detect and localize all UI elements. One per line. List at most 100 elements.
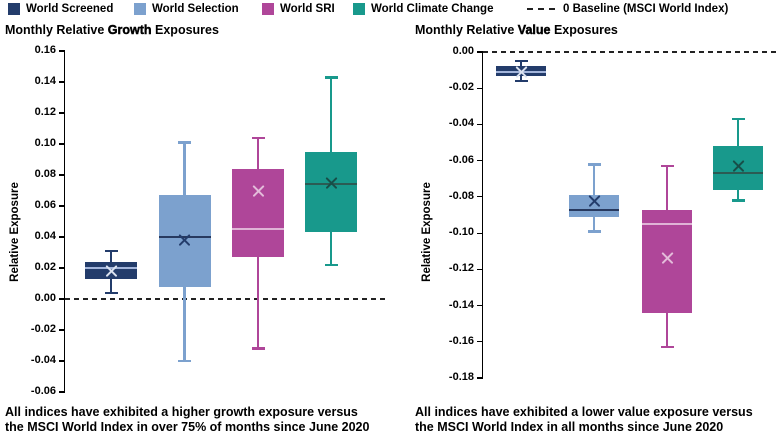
legend-label: 0 Baseline (MSCI World Index) [563, 3, 729, 15]
median-line [713, 172, 763, 175]
median-line [232, 228, 284, 231]
tick-mark [477, 196, 483, 198]
tick-mark [59, 236, 65, 238]
tick-mark [59, 205, 65, 207]
whisker-cap-min [324, 263, 338, 267]
tick-mark [59, 50, 65, 52]
caption-growth: All indices have exhibited a higher grow… [5, 405, 405, 435]
whisker-cap-min [251, 347, 265, 350]
whisker-cap-max [731, 117, 745, 121]
tick-mark [477, 377, 483, 379]
whisker-cap-max [514, 59, 528, 63]
tick-label: 0.08 [34, 168, 56, 180]
tick-mark [59, 360, 65, 362]
whisker-cap-min [178, 359, 191, 363]
dashed-line-icon [527, 8, 557, 10]
whisker-cap-max [660, 164, 674, 168]
y-axis-line [63, 51, 65, 392]
tick-label: 0.00 [34, 292, 56, 304]
tick-mark [59, 391, 65, 393]
caption-line: All indices have exhibited a higher grow… [5, 405, 358, 419]
tick-label: 0.14 [34, 75, 56, 87]
world-selection-swatch-icon [134, 3, 146, 15]
caption-line: All indices have exhibited a lower value… [415, 405, 753, 419]
zero-baseline-dashed-line [483, 51, 778, 53]
tick-mark [477, 160, 483, 162]
mean-x-marker [251, 183, 266, 198]
legend-item-world-screened: World Screened [8, 3, 113, 15]
tick-label: 0.04 [34, 230, 56, 242]
tick-mark [59, 143, 65, 145]
chart-title-growth: Monthly Relative Growth Exposures [5, 23, 219, 37]
world-screened-swatch-icon [8, 3, 20, 15]
whisker-cap-min [660, 345, 674, 349]
tick-mark [477, 123, 483, 126]
legend-item-world-selection: World Selection [134, 3, 239, 15]
box-iqr [305, 151, 357, 233]
whisker-cap-max [178, 141, 191, 144]
tick-label: -0.06 [448, 153, 474, 166]
title-keyword: Growth [107, 23, 152, 37]
tick-mark [59, 174, 65, 176]
title-keyword: Value [517, 23, 551, 37]
tick-mark [477, 232, 483, 234]
legend-label: World Screened [26, 3, 114, 15]
tick-label: 0.16 [34, 44, 56, 56]
tick-mark [59, 112, 65, 114]
tick-label: -0.12 [448, 262, 474, 275]
tick-label: -0.04 [30, 354, 56, 366]
tick-label: -0.16 [448, 334, 474, 347]
tick-mark [59, 329, 65, 331]
box-iqr [642, 209, 692, 313]
whisker-cap-max [251, 136, 265, 140]
title-text: Monthly Relative [5, 23, 108, 37]
legend-item-zero-baseline: 0 Baseline (MSCI World Index) [527, 3, 728, 15]
box-iqr [713, 146, 763, 190]
whisker-cap-max [104, 249, 118, 253]
legend-label: World Climate Change [371, 3, 494, 15]
tick-label: -0.18 [448, 371, 474, 383]
tick-mark [59, 81, 65, 83]
whisker-cap-min [731, 199, 745, 202]
tick-label: 0.10 [34, 137, 56, 149]
caption-value: All indices have exhibited a lower value… [415, 405, 780, 435]
whisker-cap-max [587, 163, 601, 166]
tick-mark [477, 87, 483, 89]
mean-x-marker [104, 264, 119, 279]
tick-label: 0.00 [452, 45, 474, 57]
median-line [569, 208, 619, 211]
tick-label: 0.12 [34, 106, 56, 118]
box-iqr [569, 195, 619, 217]
whisker-cap-min [104, 291, 118, 295]
tick-label: -0.04 [448, 117, 474, 130]
tick-label: -0.08 [448, 189, 474, 202]
tick-mark [477, 341, 483, 343]
mean-x-marker [514, 64, 529, 79]
box-iqr [232, 168, 284, 258]
tick-label: -0.10 [448, 226, 474, 239]
tick-mark [477, 51, 483, 53]
legend-label: World Selection [152, 3, 239, 15]
tick-label: -0.02 [30, 323, 56, 335]
zero-baseline-dashed-line [65, 298, 385, 300]
mean-x-marker [324, 175, 339, 190]
world-climate-change-swatch-icon [353, 3, 365, 15]
caption-line: the MSCI World Index in over 75% of mont… [5, 420, 370, 434]
legend-item-world-sri: World SRI [262, 3, 335, 15]
mean-x-marker [660, 251, 675, 266]
mean-x-marker [587, 193, 602, 208]
tick-mark [59, 298, 65, 300]
chart-title-value: Monthly Relative Value Exposures [415, 23, 618, 37]
caption-line: the MSCI World Index in all months since… [415, 420, 724, 434]
title-text: Exposures [151, 23, 219, 37]
tick-label: 0.06 [34, 199, 56, 211]
title-text: Exposures [550, 23, 618, 37]
tick-label: -0.06 [30, 385, 56, 397]
whisker-cap-max [324, 76, 338, 79]
title-text: Monthly Relative [415, 23, 518, 37]
tick-label: -0.14 [448, 298, 474, 311]
tick-mark [477, 268, 483, 270]
mean-x-marker [731, 159, 746, 174]
tick-mark [477, 304, 483, 307]
